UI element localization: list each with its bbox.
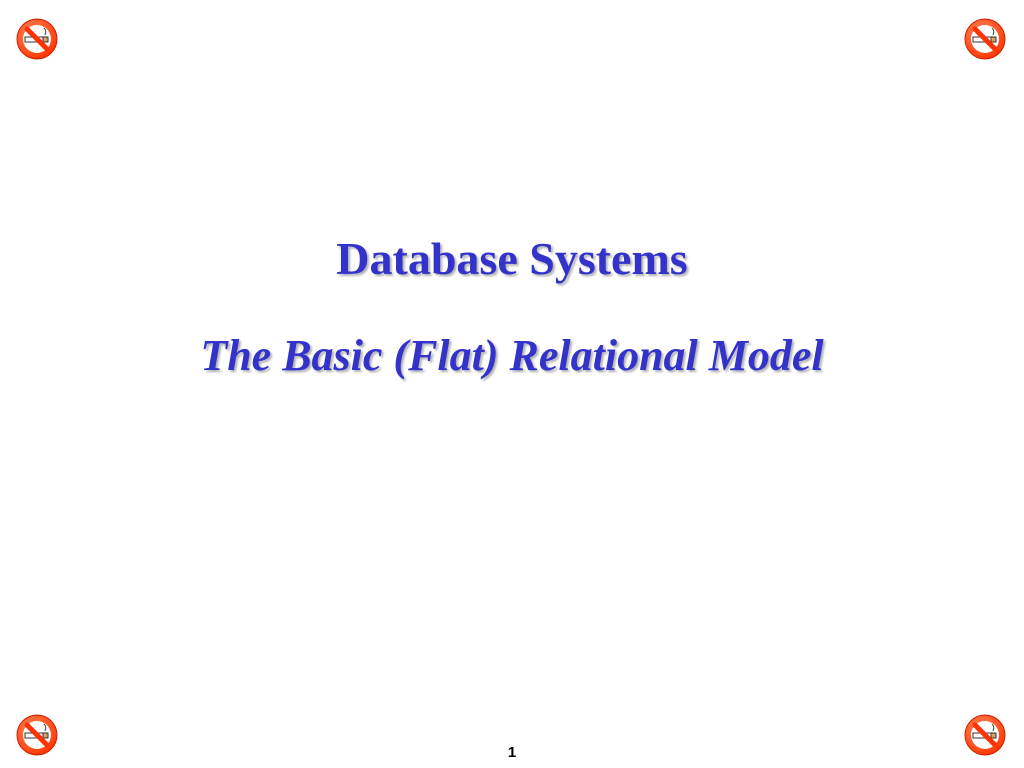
page-number: 1 xyxy=(507,744,517,761)
no-smoking-icon xyxy=(962,712,1008,758)
no-smoking-icon xyxy=(14,712,60,758)
no-smoking-icon xyxy=(14,16,60,62)
slide-subtitle: The Basic (Flat) Relational Model xyxy=(200,331,824,380)
no-smoking-icon xyxy=(962,16,1008,62)
slide-title: Database Systems xyxy=(336,233,688,284)
